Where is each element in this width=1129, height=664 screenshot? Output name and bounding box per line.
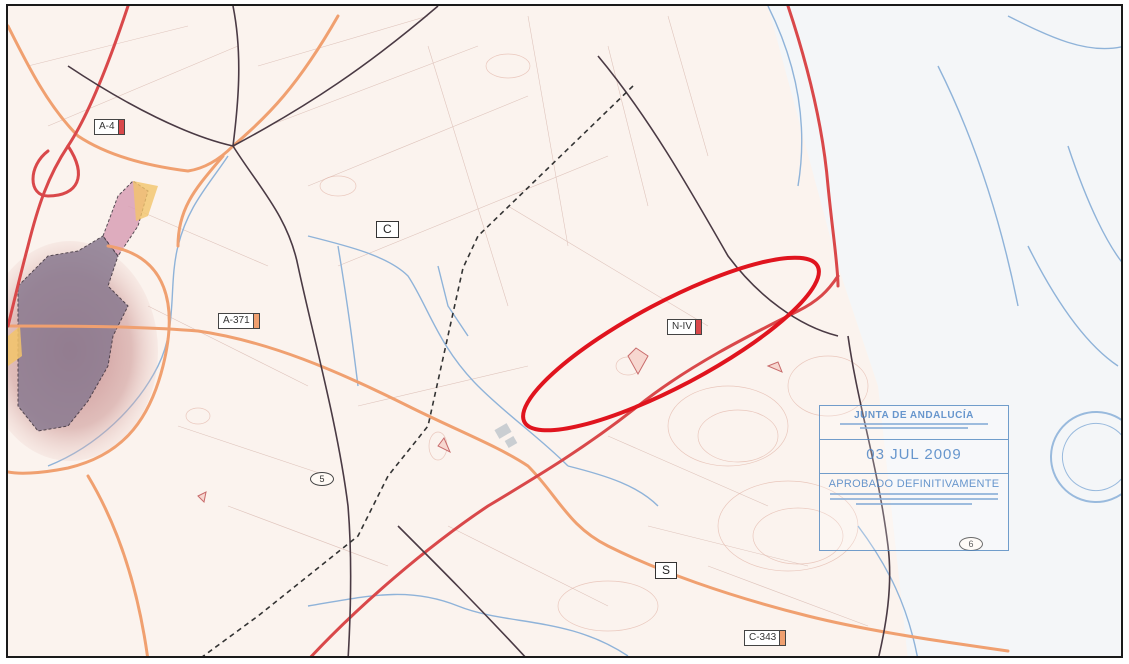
road-label-c343: C-343 [744, 630, 787, 646]
small-features [197, 347, 783, 504]
road-tag-a4 [117, 119, 125, 135]
dashed-municipal-boundary [202, 85, 634, 656]
stamp-divider [820, 439, 1008, 440]
rail-lines [67, 6, 891, 656]
urban-yellow [133, 181, 158, 221]
map-background-east [768, 6, 1121, 656]
road-label-a371-text: A-371 [223, 315, 250, 326]
road-tag-c343 [779, 630, 787, 646]
map-frame: A-4 A-371 N-IV C-343 C S 5 6 JUNTA DE AN… [6, 4, 1123, 658]
stamp-fine-print [826, 493, 1002, 505]
road-label-a4: A-4 [94, 119, 125, 135]
road-tag-a371 [252, 313, 260, 329]
approval-stamp: JUNTA DE ANDALUCÍA 03 JUL 2009 APROBADO … [819, 405, 1009, 551]
stamp-org: JUNTA DE ANDALUCÍA [854, 410, 974, 421]
zone-label-c: C [376, 221, 399, 238]
round-seal-inner [1052, 413, 1121, 501]
red-highlight-ellipse [521, 255, 821, 433]
parcel-lines [27, 15, 869, 627]
rivers [47, 6, 1121, 656]
regional-roads [8, 14, 1010, 656]
road-label-a371: A-371 [218, 313, 260, 329]
stamp-dept-lines [820, 423, 1008, 429]
map-canvas [8, 6, 1121, 656]
road-label-a4-text: A-4 [99, 121, 115, 132]
stamp-approved: APROBADO DEFINITIVAMENTE [820, 473, 1008, 490]
highways [8, 6, 840, 656]
road-label-n4-text: N-IV [672, 321, 692, 332]
zone-label-s: S [655, 562, 678, 579]
urban-west-yellow [8, 326, 22, 366]
road-tag-n4 [695, 319, 702, 335]
stamp-date: 03 JUL 2009 [866, 446, 962, 463]
urban-area [17, 235, 129, 432]
oval-label-5: 5 [310, 472, 334, 486]
road-label-n4: N-IV [667, 319, 702, 335]
settlement-grey [494, 423, 518, 448]
road-label-c343-text: C-343 [749, 632, 777, 643]
